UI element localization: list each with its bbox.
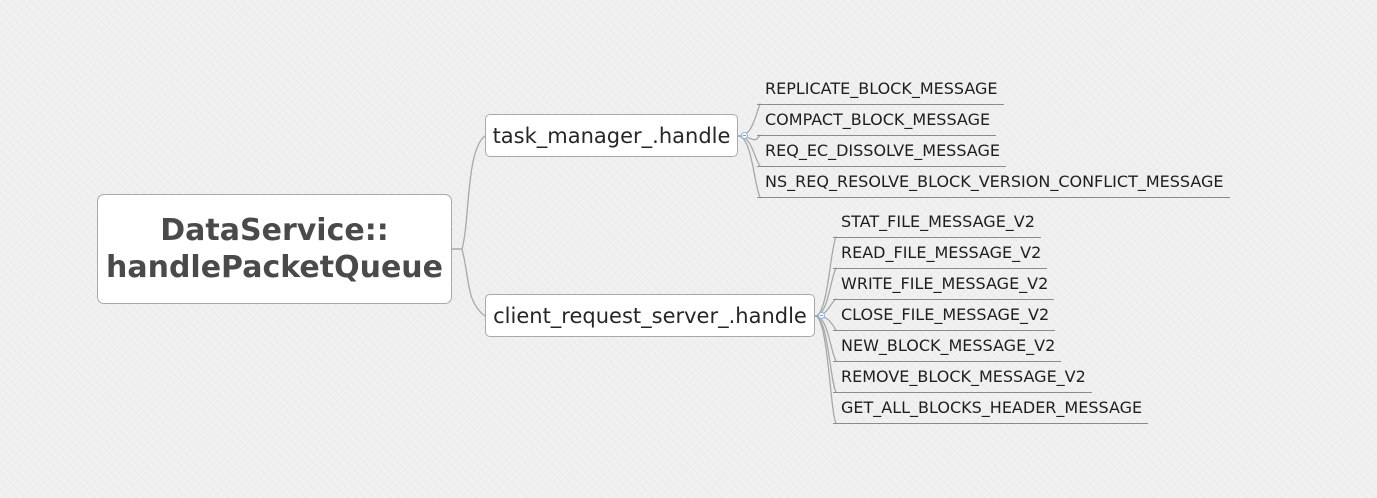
root-topic-line-2: handlePacketQueue (105, 250, 444, 285)
collapse-toggle-icon[interactable] (818, 312, 825, 319)
leaf-compact-block-message[interactable]: COMPACT_BLOCK_MESSAGE (757, 104, 997, 136)
leaf-write-file-message-v2[interactable]: WRITE_FILE_MESSAGE_V2 (833, 268, 1055, 300)
branch-client-request-server-handle[interactable]: client_request_server_.handle (485, 294, 815, 337)
leaf-stat-file-message-v2[interactable]: STAT_FILE_MESSAGE_V2 (833, 206, 1041, 238)
collapse-toggle-icon[interactable] (741, 132, 748, 139)
root-topic-line-1: DataService:: (160, 213, 389, 248)
leaf-replicate-block-message[interactable]: REPLICATE_BLOCK_MESSAGE (757, 73, 1004, 105)
leaf-get-all-blocks-header-message[interactable]: GET_ALL_BLOCKS_HEADER_MESSAGE (833, 392, 1149, 424)
leaf-read-file-message-v2[interactable]: READ_FILE_MESSAGE_V2 (833, 237, 1048, 269)
branch-task-manager-handle[interactable]: task_manager_.handle (485, 114, 738, 157)
leaf-close-file-message-v2[interactable]: CLOSE_FILE_MESSAGE_V2 (833, 299, 1056, 331)
leaf-ns-req-resolve-block-version-conflict-message[interactable]: NS_REQ_RESOLVE_BLOCK_VERSION_CONFLICT_ME… (757, 166, 1230, 198)
leaf-new-block-message-v2[interactable]: NEW_BLOCK_MESSAGE_V2 (833, 330, 1062, 362)
leaf-req-ec-dissolve-message[interactable]: REQ_EC_DISSOLVE_MESSAGE (757, 135, 1006, 167)
leaf-remove-block-message-v2[interactable]: REMOVE_BLOCK_MESSAGE_V2 (833, 361, 1092, 393)
root-topic[interactable]: DataService:: handlePacketQueue (97, 194, 452, 304)
